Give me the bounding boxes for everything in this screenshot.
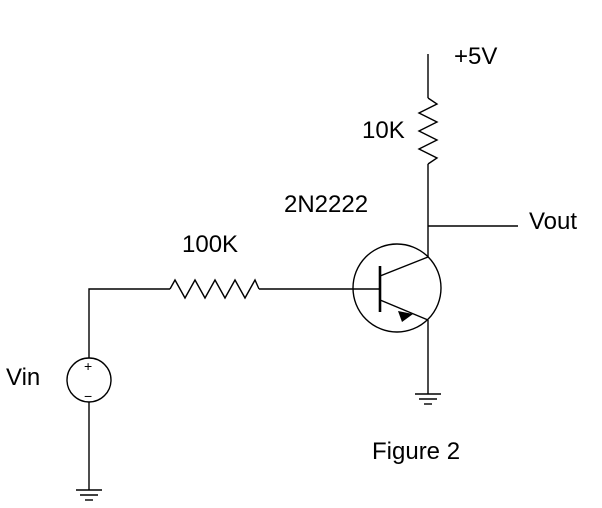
emitter-arrow bbox=[398, 311, 413, 322]
input-wire bbox=[88, 288, 170, 358]
collector-resistor bbox=[417, 97, 439, 165]
source-ground-symbol bbox=[76, 489, 102, 501]
source-minus-sign: − bbox=[84, 388, 92, 404]
source-plus-sign: + bbox=[84, 358, 92, 374]
figure-caption: Figure 2 bbox=[372, 438, 460, 465]
base-resistor bbox=[169, 278, 260, 300]
input-label: Vin bbox=[6, 364, 40, 391]
supply-label: +5V bbox=[454, 43, 497, 70]
base-resistor-label: 100K bbox=[182, 231, 238, 258]
transistor-collector-lead bbox=[379, 256, 429, 277]
emitter-ground-symbol bbox=[415, 393, 441, 405]
transistor-body bbox=[352, 243, 442, 333]
output-label: Vout bbox=[529, 208, 577, 235]
collector-resistor-label: 10K bbox=[362, 117, 405, 144]
transistor-emitter-lead bbox=[379, 299, 429, 321]
transistor-label: 2N2222 bbox=[284, 191, 368, 218]
